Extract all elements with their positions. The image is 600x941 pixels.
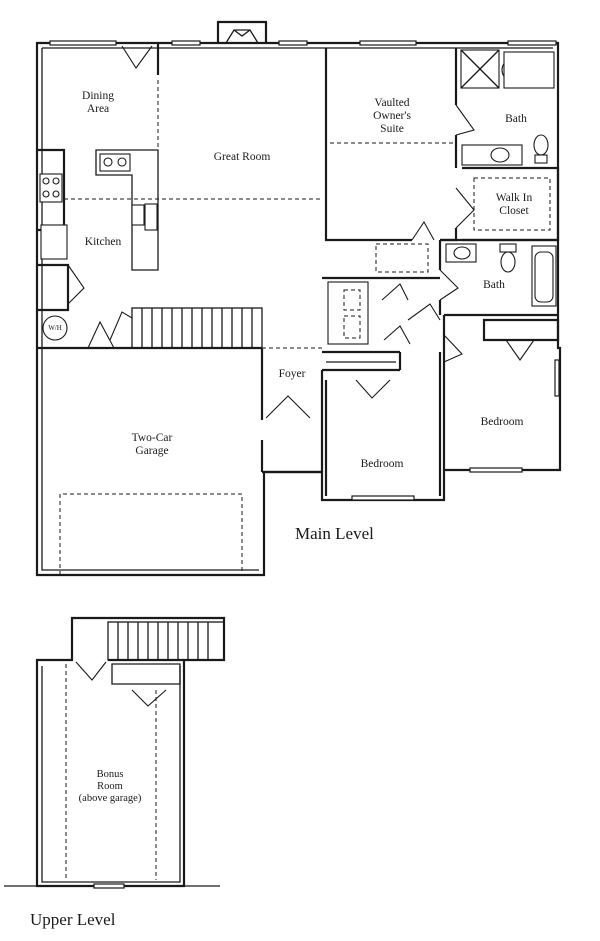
- water-heater-label: W/H: [48, 324, 62, 332]
- bonus-room-wall: [35, 616, 226, 888]
- stairs: [131, 307, 263, 349]
- water-heater: [42, 315, 68, 341]
- window: [507, 40, 557, 46]
- room-label-foyer: Foyer: [278, 368, 306, 380]
- room-label-garage: Two-Car Garage: [131, 432, 173, 457]
- window: [171, 40, 201, 46]
- upper-level-caption: Upper Level: [30, 910, 116, 929]
- door-swing: [121, 45, 153, 69]
- window: [351, 495, 415, 501]
- window: [359, 40, 417, 46]
- upper-level-plan: [4, 616, 226, 889]
- room-label-kitchen: Kitchen: [84, 236, 122, 248]
- fireplace: [216, 20, 268, 43]
- room-label-bedroom-left: Bedroom: [360, 458, 404, 470]
- room-label-dining: Dining Area: [82, 90, 114, 115]
- garage-door: [59, 493, 243, 575]
- room-label-owners-suite: Vaulted Owner's Suite: [373, 97, 411, 135]
- dishwasher: [131, 204, 145, 226]
- room-label-bedroom-right: Bedroom: [480, 416, 524, 428]
- range: [39, 173, 63, 203]
- window: [49, 40, 117, 46]
- refrigerator: [40, 224, 68, 260]
- room-label-owner-bath: Bath: [505, 113, 527, 125]
- window: [469, 467, 523, 473]
- main-level-caption: Main Level: [295, 524, 374, 543]
- window: [93, 883, 125, 889]
- room-label-bonus-room: Bonus Room (above garage): [78, 769, 142, 804]
- exterior-wall: [35, 41, 562, 577]
- room-label-hall-bath: Bath: [483, 279, 505, 291]
- main-level-plan: [35, 20, 562, 577]
- room-label-great-room: Great Room: [213, 151, 271, 163]
- window: [554, 359, 560, 397]
- kitchen-peninsula: [95, 149, 159, 271]
- front-door: [265, 395, 311, 419]
- window: [278, 40, 308, 46]
- upper-stairs: [107, 621, 225, 661]
- room-label-walk-in-closet: Walk In Closet: [495, 192, 533, 217]
- linen-closet: [327, 281, 369, 345]
- door-swing: [87, 320, 115, 349]
